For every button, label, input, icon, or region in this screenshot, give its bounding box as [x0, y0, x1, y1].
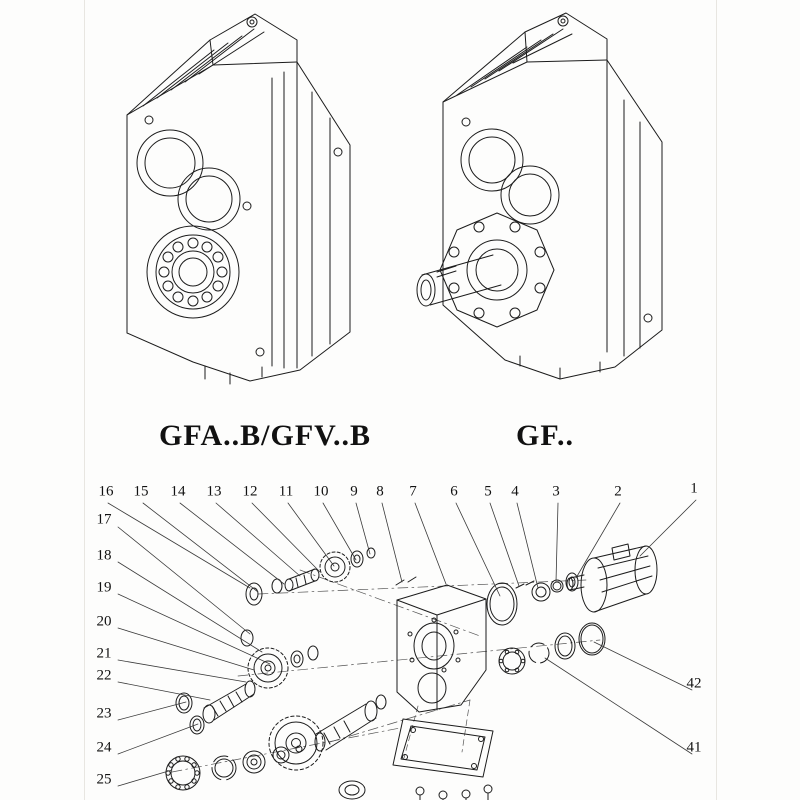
output-flange [439, 212, 555, 328]
part-number-23: 23 [96, 705, 112, 722]
part-number-6: 6 [450, 483, 458, 500]
part-output-shaft-exploded [314, 700, 378, 752]
part-gasket [486, 582, 518, 626]
part-pin [295, 745, 303, 753]
exploded-view [165, 543, 658, 800]
part-number-3: 3 [552, 483, 560, 500]
part-output-bearing [498, 647, 526, 675]
part-pinion-shaft [202, 680, 256, 724]
part-number-19: 19 [96, 579, 112, 596]
part-number-13: 13 [206, 483, 222, 500]
part-coupling [565, 572, 579, 592]
part-number-15: 15 [133, 483, 149, 500]
part-motor-adapter [566, 543, 658, 613]
page-edge-right [716, 0, 717, 800]
part-number-1: 1 [690, 480, 698, 497]
part-number-14: 14 [170, 483, 186, 500]
part-ball-bearing [165, 755, 201, 791]
part-key [240, 629, 254, 647]
bearing-detail [146, 225, 240, 319]
part-number-41: 41 [686, 739, 702, 756]
part-number-10: 10 [313, 483, 329, 500]
part-number-21: 21 [96, 645, 112, 662]
part-snap-ring [211, 755, 237, 781]
part-retaining-ring [550, 579, 564, 593]
part-number-42: 42 [686, 675, 702, 692]
part-spacer-mid [307, 645, 319, 661]
part-housing [396, 584, 487, 713]
part-number-11: 11 [278, 483, 294, 500]
part-number-7: 7 [409, 483, 417, 500]
part-cover-screws [415, 784, 493, 800]
part-number-5: 5 [484, 483, 492, 500]
caption-left-model: GFA..B/GFV..B [159, 419, 371, 452]
part-ring-23 [175, 692, 193, 714]
part-washer-bottom [272, 746, 290, 764]
part-ring-24 [189, 715, 205, 735]
part-pinion-gear [319, 551, 351, 583]
part-number-9: 9 [350, 483, 358, 500]
part-shim [350, 550, 364, 568]
part-intermediate-gear [247, 647, 289, 689]
part-partial-ring [338, 780, 366, 800]
page-edge-left [84, 0, 85, 800]
output-shaft [416, 254, 502, 307]
part-screws-flange [515, 580, 535, 589]
part-washer-mid [290, 650, 304, 668]
part-circlip [528, 642, 550, 664]
drawing-right-gearbox [416, 12, 663, 380]
part-washer [245, 582, 263, 606]
leader-lines [107, 499, 697, 787]
part-number-24: 24 [96, 739, 112, 756]
part-cover-plate [392, 718, 494, 778]
part-number-25: 25 [96, 771, 112, 788]
part-input-shaft [284, 568, 320, 592]
part-number-12: 12 [242, 483, 258, 500]
part-screws-top [395, 576, 417, 586]
caption-right-model: GF.. [516, 419, 574, 452]
part-number-16: 16 [98, 483, 114, 500]
part-number-20: 20 [96, 613, 112, 630]
part-output-gear [268, 715, 324, 771]
part-number-22: 22 [96, 667, 112, 684]
drawing-left-gearbox [126, 13, 351, 385]
part-washer-shaft [375, 694, 387, 710]
part-oil-seal [242, 750, 266, 774]
part-number-2: 2 [614, 483, 622, 500]
part-plug [366, 547, 376, 559]
part-number-18: 18 [96, 547, 112, 564]
part-seal-ring [554, 632, 576, 660]
part-input-bearing [531, 582, 551, 602]
assembly-axes [171, 569, 601, 773]
part-cover-ring [578, 622, 606, 656]
part-number-4: 4 [511, 483, 519, 500]
part-number-8: 8 [376, 483, 384, 500]
part-number-17: 17 [96, 511, 112, 528]
